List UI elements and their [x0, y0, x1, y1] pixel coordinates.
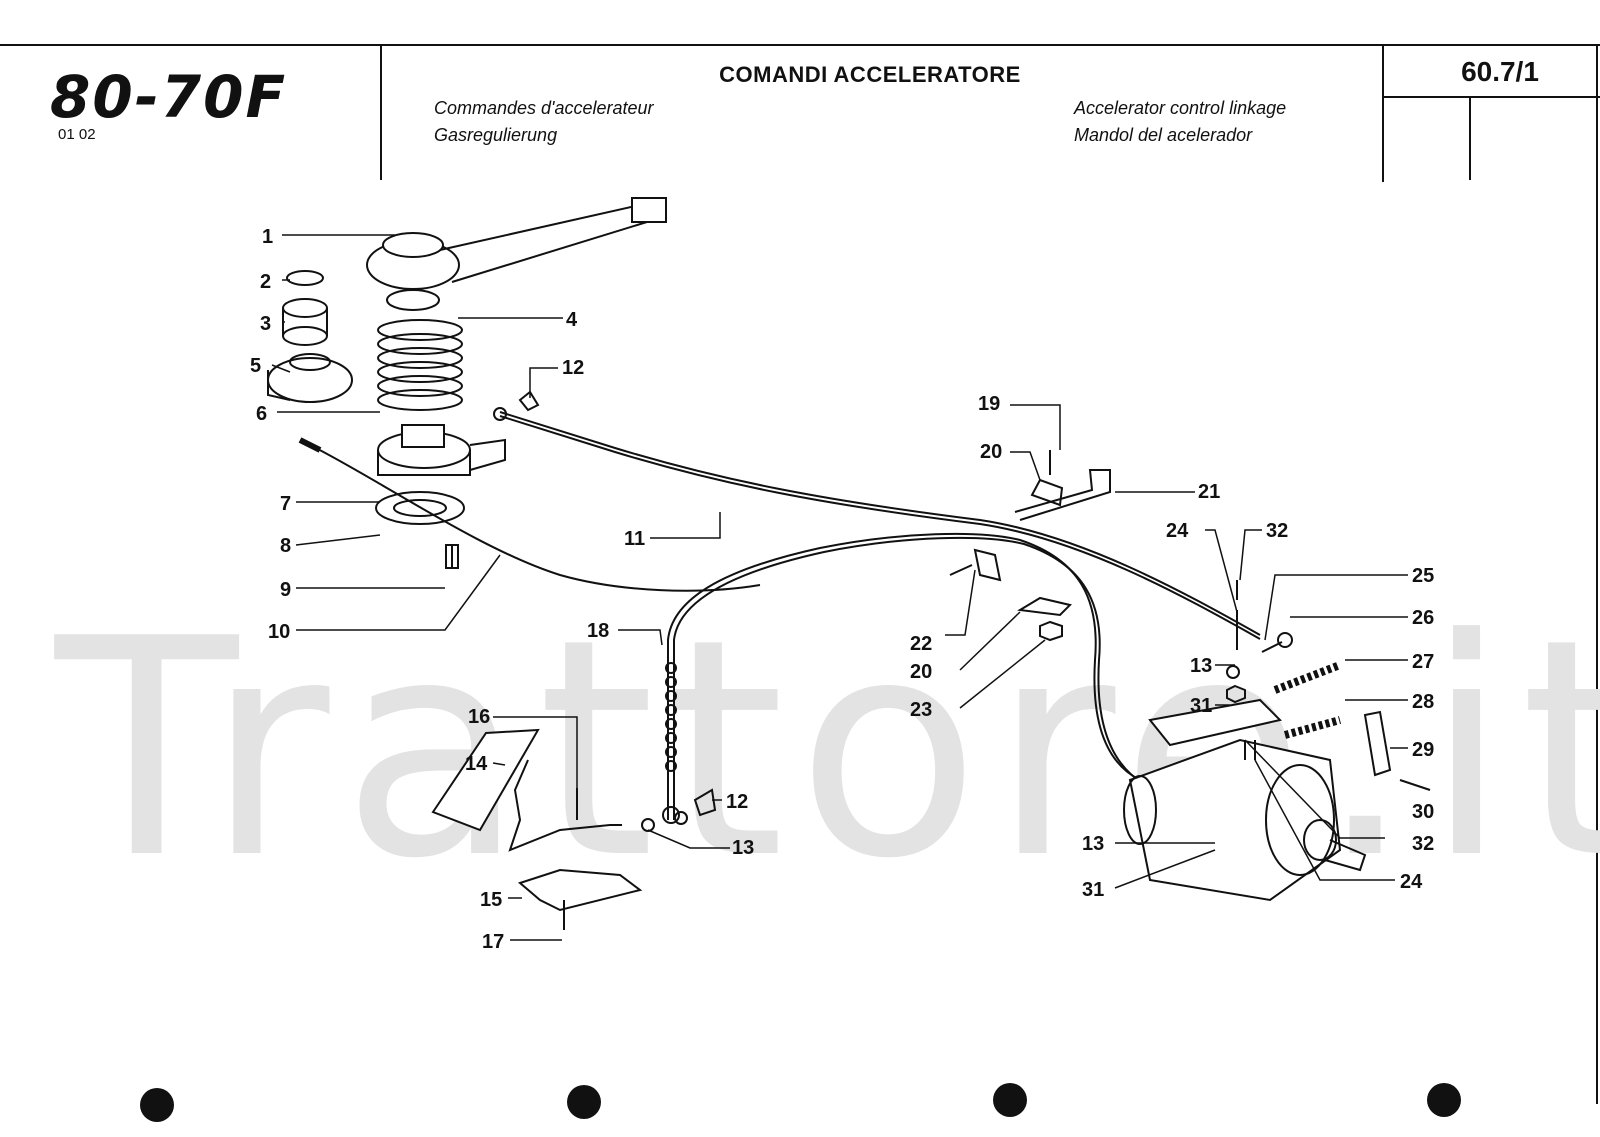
callout-24a: 24	[1166, 520, 1189, 542]
callout-20b: 20	[910, 661, 932, 683]
callout-12b: 12	[726, 791, 748, 813]
hand-lever-part	[366, 197, 667, 311]
callout-11: 11	[624, 528, 645, 550]
bolt-22	[949, 564, 973, 576]
callout-14: 14	[465, 753, 488, 775]
pedal-mount-part	[517, 868, 643, 912]
clip-12b	[693, 788, 717, 817]
nut-26	[1277, 632, 1293, 648]
cable-18	[667, 532, 1141, 820]
header-divider-left	[380, 44, 382, 180]
spring-27	[1273, 661, 1342, 694]
callout-21: 21	[1198, 481, 1220, 503]
revision-code: 01 02	[58, 126, 96, 143]
callout-18: 18	[587, 620, 609, 642]
lever-hub-part	[375, 424, 506, 525]
bracket-21	[1014, 469, 1111, 521]
callout-7: 7	[280, 493, 291, 515]
clip-12a	[518, 390, 540, 412]
callout-2: 2	[260, 271, 271, 293]
page-number: 60.7/1	[1461, 56, 1539, 87]
injection-pump-part	[1123, 698, 1367, 902]
punch-hole	[567, 1085, 601, 1119]
callout-5: 5	[250, 355, 261, 377]
link-25	[1261, 641, 1283, 653]
nut-23	[1039, 620, 1063, 642]
callout-1: 1	[262, 226, 273, 248]
callout-13a: 13	[1190, 655, 1212, 677]
callout-20a: 20	[980, 441, 1002, 463]
callout-30: 30	[1412, 801, 1434, 823]
screw-part	[445, 544, 459, 569]
watermark: Trattore.it	[55, 575, 1600, 924]
punch-hole	[1427, 1083, 1461, 1117]
callout-25: 25	[1412, 565, 1434, 587]
cable-11	[499, 411, 1261, 636]
spring-part	[377, 319, 463, 411]
callout-24b: 24	[1400, 871, 1423, 893]
callout-28: 28	[1412, 691, 1434, 713]
callout-4: 4	[566, 309, 578, 331]
subtitle-es: Mandol del acelerador	[1074, 125, 1253, 145]
callout-9: 9	[280, 579, 291, 601]
ball-chain	[662, 662, 680, 824]
callout-6: 6	[256, 403, 267, 425]
callout-15: 15	[480, 889, 502, 911]
right-edge-rule	[1596, 44, 1598, 1104]
callout-13c: 13	[1082, 833, 1104, 855]
subtitle-fr: Commandes d'accelerateur	[434, 98, 654, 118]
clamp-20b	[973, 548, 1002, 582]
callout-10: 10	[268, 621, 290, 643]
callout-27: 27	[1412, 651, 1434, 673]
leader-lines	[271, 234, 1408, 941]
callout-12a: 12	[562, 357, 584, 379]
callout-13b: 13	[732, 837, 754, 859]
page-number-underline	[1382, 96, 1600, 98]
callout-32b: 32	[1412, 833, 1434, 855]
washer-13b	[641, 818, 655, 832]
page-title: COMANDI ACCELERATORE	[719, 62, 1021, 87]
cable-10	[309, 444, 761, 592]
spring-28	[1283, 716, 1342, 739]
pedal-part	[431, 728, 622, 852]
punch-hole	[140, 1088, 174, 1122]
bracket-29	[1363, 710, 1392, 777]
model-logo: 80-70F	[50, 63, 288, 131]
bushing-part	[282, 298, 328, 346]
header-top-rule	[0, 44, 1600, 46]
callout-19: 19	[978, 393, 1000, 415]
callout-29: 29	[1412, 739, 1434, 761]
callout-8: 8	[280, 535, 291, 557]
callout-3: 3	[260, 313, 271, 335]
callout-32a: 32	[1266, 520, 1288, 542]
subtitle-en: Accelerator control linkage	[1074, 98, 1287, 118]
callout-26: 26	[1412, 607, 1434, 629]
punch-hole	[993, 1083, 1027, 1117]
snap-ring-part	[286, 270, 324, 286]
subtitle-de: Gasregulierung	[434, 125, 558, 145]
bracket-plate-part	[267, 353, 353, 403]
callout-23: 23	[910, 699, 932, 721]
callout-16: 16	[468, 706, 490, 728]
callout-17: 17	[482, 931, 504, 953]
callout-31b: 31	[1082, 879, 1104, 901]
callout-22: 22	[910, 633, 932, 655]
bracket-plate-20	[1017, 596, 1072, 617]
callout-31a: 31	[1190, 695, 1212, 717]
header-divider-right	[1382, 44, 1384, 182]
washer-13a	[1226, 665, 1240, 679]
bolt-30	[1399, 779, 1431, 791]
page-number-box-divider	[1469, 96, 1471, 180]
clamp-20a	[1030, 478, 1064, 507]
nut-31a	[1226, 684, 1246, 704]
